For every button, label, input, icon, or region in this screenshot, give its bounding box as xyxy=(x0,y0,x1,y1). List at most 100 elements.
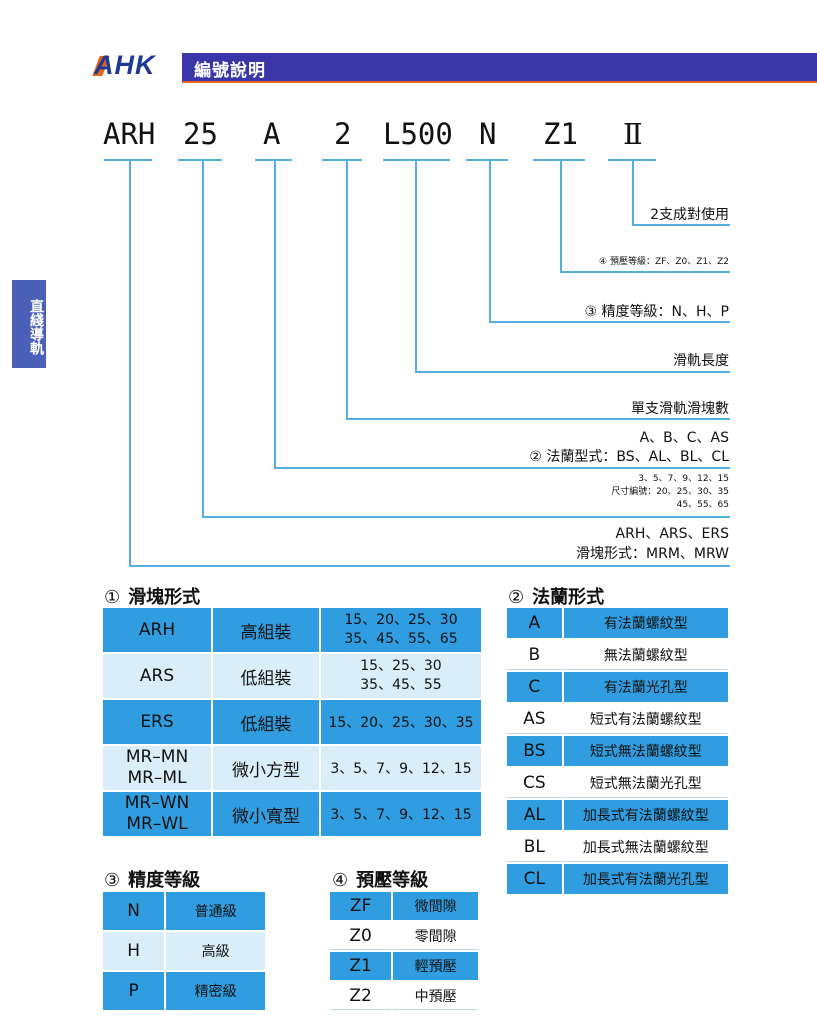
table1-title: 滑塊形式 xyxy=(128,587,201,608)
block-model: ARH xyxy=(103,608,211,652)
preload-desc: 微間隙 xyxy=(393,892,478,920)
accuracy-desc: 高級 xyxy=(166,932,265,970)
preload-code: Z1 xyxy=(330,952,392,980)
preload-desc: 中預壓 xyxy=(393,982,478,1010)
flange-desc: 短式無法蘭螺紋型 xyxy=(563,736,728,766)
flange-desc: 有法蘭光孔型 xyxy=(563,672,728,702)
flange-code: CL xyxy=(507,864,562,894)
flange-desc: 加長式有法蘭螺紋型 xyxy=(563,800,728,830)
flange-desc: 短式無法蘭光孔型 xyxy=(563,768,728,798)
preload-code: Z2 xyxy=(330,982,392,1010)
block-type: 低組裝 xyxy=(213,700,319,744)
code-rail-length: L500 xyxy=(383,117,453,151)
flange-code: A xyxy=(507,608,562,638)
block-type: 低組裝 xyxy=(213,654,319,698)
code-preload: Z1 xyxy=(543,117,578,151)
accuracy-code: P xyxy=(103,972,165,1010)
code-block-count: 2 xyxy=(334,117,352,151)
brand-logo: AHK xyxy=(94,50,156,80)
header-underline xyxy=(182,81,817,83)
label-block-count: 單支滑軌滑塊數 xyxy=(631,401,729,417)
label-accuracy: ③ 精度等級：N、H、P xyxy=(584,304,729,320)
block-type: 微小方型 xyxy=(213,746,319,790)
preload-code: ZF xyxy=(330,892,392,920)
table-row: MR–WN MR–WL 微小寬型 3、5、7、9、12、15 xyxy=(103,792,481,836)
label-flange-1: A、B、C、AS xyxy=(639,430,729,446)
flange-desc: 加長式有法蘭光孔型 xyxy=(563,864,728,894)
flange-desc: 短式有法蘭螺紋型 xyxy=(563,704,728,734)
header-bar: 編號說明 xyxy=(182,53,817,81)
code-flange: A xyxy=(263,117,281,151)
table3-number: ③ xyxy=(104,870,121,891)
flange-desc: 有法蘭螺紋型 xyxy=(563,608,728,638)
block-type-table: ARH 高組裝 15、20、25、30 35、45、55、65 ARS 低組裝 … xyxy=(101,606,483,838)
table3-heading: ③ 精度等級 xyxy=(104,866,200,892)
table-row: ARH 高組裝 15、20、25、30 35、45、55、65 xyxy=(103,608,481,652)
block-sizes: 15、20、25、30 35、45、55、65 xyxy=(321,608,481,652)
table2-number: ② xyxy=(508,587,525,608)
block-model: ARS xyxy=(103,654,211,698)
label-flange-2: ② 法蘭型式：BS、AL、BL、CL xyxy=(529,449,729,465)
table4-heading: ④ 預壓等級 xyxy=(332,866,428,892)
block-model: MR–MN MR–ML xyxy=(103,746,211,790)
code-series: ARH xyxy=(103,117,156,151)
block-model: ERS xyxy=(103,700,211,744)
flange-desc: 加長式無法蘭螺紋型 xyxy=(563,832,728,862)
label-block-2: 滑塊形式：MRM、MRW xyxy=(576,546,729,562)
table4-number: ④ xyxy=(332,870,349,891)
preload-desc: 零間隙 xyxy=(393,922,478,950)
label-pair: 2支成對使用 xyxy=(650,207,729,223)
label-size-1: 3、5、7、9、12、15 xyxy=(638,474,729,484)
table-row: ERS 低組裝 15、20、25、30、35 xyxy=(103,700,481,744)
label-size-2: 尺寸編號：20、25、30、35 xyxy=(611,487,729,497)
block-sizes: 15、20、25、30、35 xyxy=(321,700,481,744)
accuracy-code: H xyxy=(103,932,165,970)
connector-lines xyxy=(104,159,730,567)
accuracy-desc: 精密級 xyxy=(166,972,265,1010)
page-title: 編號說明 xyxy=(194,61,266,81)
table2-heading: ② 法蘭形式 xyxy=(508,583,604,609)
table1-heading: ① 滑塊形式 xyxy=(104,583,200,609)
flange-code: C xyxy=(507,672,562,702)
flange-code: B xyxy=(507,640,562,670)
label-size-3: 45、55、65 xyxy=(676,500,729,510)
code-size: 25 xyxy=(183,117,218,151)
flange-code: AL xyxy=(507,800,562,830)
accuracy-code: N xyxy=(103,892,165,930)
table2-title: 法蘭形式 xyxy=(532,587,605,608)
preload-code: Z0 xyxy=(330,922,392,950)
code-pair: Ⅱ xyxy=(623,117,643,151)
block-sizes: 3、5、7、9、12、15 xyxy=(321,746,481,790)
table4-title: 預壓等級 xyxy=(356,870,429,891)
table-row: ARS 低組裝 15、25、30 35、45、55 xyxy=(103,654,481,698)
side-tab: 直綫導軌 xyxy=(12,280,46,368)
flange-code: AS xyxy=(507,704,562,734)
preload-desc: 輕預壓 xyxy=(393,952,478,980)
table1-number: ① xyxy=(104,587,121,608)
table3-title: 精度等級 xyxy=(128,870,201,891)
block-sizes: 3、5、7、9、12、15 xyxy=(321,792,481,836)
flange-code: CS xyxy=(507,768,562,798)
flange-desc: 無法蘭螺紋型 xyxy=(563,640,728,670)
table-row: MR–MN MR–ML 微小方型 3、5、7、9、12、15 xyxy=(103,746,481,790)
flange-code: BL xyxy=(507,832,562,862)
block-type: 高組裝 xyxy=(213,608,319,652)
